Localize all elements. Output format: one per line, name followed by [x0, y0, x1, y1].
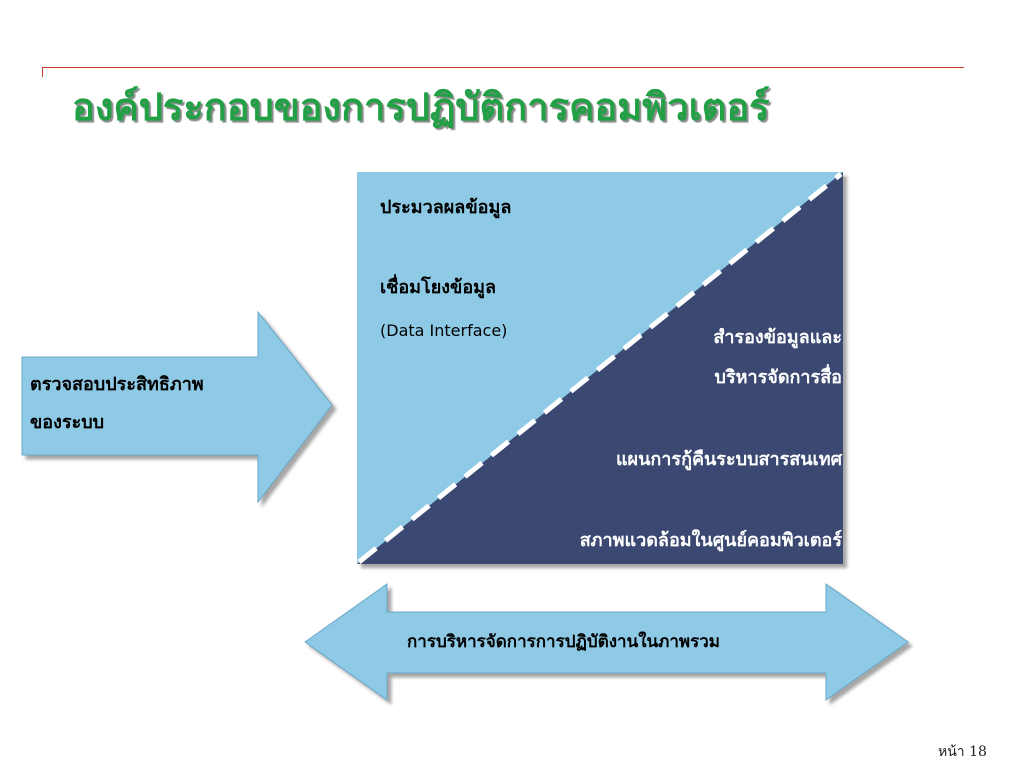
page-number: หน้า 18	[938, 744, 987, 760]
title-rule-tick	[42, 67, 43, 77]
lower-item-recovery-plan: แผนการกู้คืนระบบสารสนเทศ	[615, 449, 842, 470]
left-arrow-label-line1: ตรวจสอบประสิทธิภาพ	[30, 374, 204, 395]
upper-item-data-linking: เชื่อมโยงข้อมูล	[380, 277, 497, 298]
title-rule	[42, 67, 964, 68]
square-diagonal-dashed	[357, 172, 843, 564]
bottom-arrow-label: การบริหารจัดการการปฏิบัติงานในภาพรวม	[407, 632, 720, 652]
lower-item-backup-line1: สำรองข้อมูลและ	[713, 327, 842, 348]
upper-item-data-interface: (Data Interface)	[380, 321, 508, 340]
upper-item-processing: ประมวลผลข้อมูล	[380, 197, 512, 218]
lower-item-backup-line2: บริหารจัดการสื่อ	[714, 367, 842, 388]
slide-title: องค์ประกอบของการปฏิบัติการคอมพิวเตอร์	[72, 84, 770, 129]
lower-item-environment: สภาพแวดล้อมในศูนย์คอมพิวเตอร์	[579, 530, 842, 551]
bottom-double-arrow-shape	[304, 583, 909, 701]
left-arrow-shape	[21, 310, 333, 504]
left-arrow-label-line2: ของระบบ	[30, 412, 105, 433]
